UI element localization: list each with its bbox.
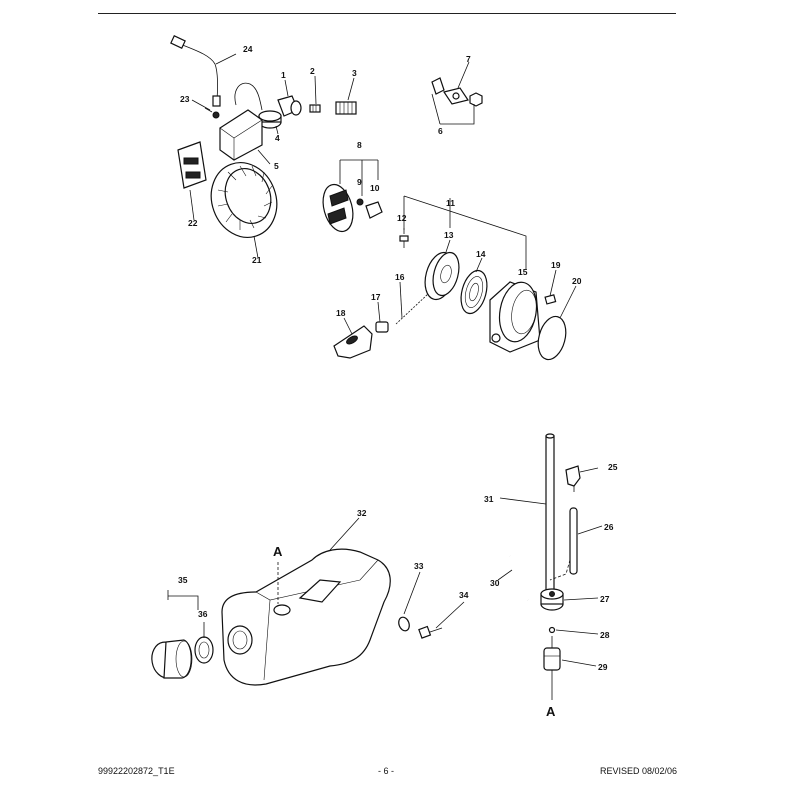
- callout-10: 10: [370, 183, 380, 193]
- part-20-gasket: [537, 315, 567, 361]
- part-36-cap-gasket: [194, 636, 214, 664]
- callout-34: 34: [459, 590, 469, 600]
- callout-23: 23: [180, 94, 190, 104]
- callout-33: 33: [414, 561, 424, 571]
- footer-page-number: - 6 -: [378, 766, 395, 776]
- callout-16: 16: [395, 272, 405, 282]
- part-34-bolt: [418, 625, 443, 639]
- part-21-flywheel: [210, 162, 278, 238]
- callout-7: 7: [466, 54, 471, 64]
- part-5-ignition-coil: [219, 82, 263, 161]
- part-30-hose: [508, 555, 530, 601]
- part-12-screw: [399, 235, 409, 248]
- callout-14: 14: [476, 249, 486, 259]
- part-17-grommet: [375, 321, 389, 333]
- part-2-spring: [309, 104, 321, 113]
- callout-5: 5: [274, 161, 279, 171]
- callout-11: 11: [446, 198, 455, 208]
- callout-12: 12: [397, 213, 407, 223]
- callout-31: 31: [484, 494, 494, 504]
- callout-2: 2: [310, 66, 315, 76]
- leader-lines: [167, 53, 603, 667]
- part-27-grommet: [540, 588, 564, 611]
- part-8-clutch: [322, 183, 354, 233]
- footer-doc-id: 99922202872_T1E: [98, 766, 175, 776]
- part-29-filter: [543, 636, 561, 700]
- callout-1: 1: [281, 70, 286, 80]
- callout-labels: 24 23 1 2 3 7 6 4 5 22 21 8 9 10 11 12 1…: [178, 44, 618, 719]
- part-18-handle: [333, 325, 373, 359]
- part-1-boot: [277, 95, 302, 117]
- part-14-spring: [460, 269, 488, 315]
- part-4-grommet: [258, 110, 282, 129]
- part-35-fuel-cap: [151, 639, 193, 679]
- callout-26: 26: [604, 522, 614, 532]
- callout-21: 21: [252, 255, 262, 265]
- callout-29: 29: [598, 662, 608, 672]
- top-rule: [98, 13, 676, 14]
- part-7-nut: [469, 92, 483, 107]
- callout-a-filter: A: [546, 704, 556, 719]
- callout-8: 8: [357, 140, 362, 150]
- part-9-screw: [356, 198, 364, 206]
- part-13-pulley: [424, 251, 460, 301]
- callout-19: 19: [551, 260, 561, 270]
- callout-13: 13: [444, 230, 454, 240]
- part-15-starter-housing: [489, 281, 541, 353]
- callout-36: 36: [198, 609, 208, 619]
- callout-3: 3: [352, 68, 357, 78]
- part-28-clip: [548, 626, 556, 634]
- callout-20: 20: [572, 276, 582, 286]
- footer-revised-date: REVISED 08/02/06: [600, 766, 678, 776]
- part-32-fuel-tank: [221, 548, 391, 686]
- callout-25: 25: [608, 462, 618, 472]
- callout-28: 28: [600, 630, 610, 640]
- part-23-screw: [204, 107, 220, 119]
- callout-27: 27: [600, 594, 610, 604]
- callout-4: 4: [275, 133, 280, 143]
- part-6-bracket: [431, 77, 469, 105]
- callout-30: 30: [490, 578, 500, 588]
- part-19-screw: [544, 294, 557, 305]
- callout-6: 6: [438, 126, 443, 136]
- part-26-hose: [569, 507, 578, 575]
- callout-32: 32: [357, 508, 367, 518]
- callout-24: 24: [243, 44, 253, 54]
- part-10-spring: [365, 201, 383, 219]
- callout-15: 15: [518, 267, 528, 277]
- callout-a-tank: A: [273, 544, 283, 559]
- part-25-vent: [565, 465, 581, 492]
- part-24-wire-lead: [170, 35, 221, 107]
- part-16-rope: [395, 293, 429, 325]
- part-3-terminal: [335, 101, 357, 115]
- part-33-washer: [398, 616, 410, 632]
- callout-35: 35: [178, 575, 188, 585]
- callout-18: 18: [336, 308, 346, 318]
- part-22-module: [177, 141, 207, 189]
- callout-22: 22: [188, 218, 198, 228]
- callout-17: 17: [371, 292, 381, 302]
- part-31-pipe: [545, 433, 555, 597]
- callout-9: 9: [357, 177, 362, 187]
